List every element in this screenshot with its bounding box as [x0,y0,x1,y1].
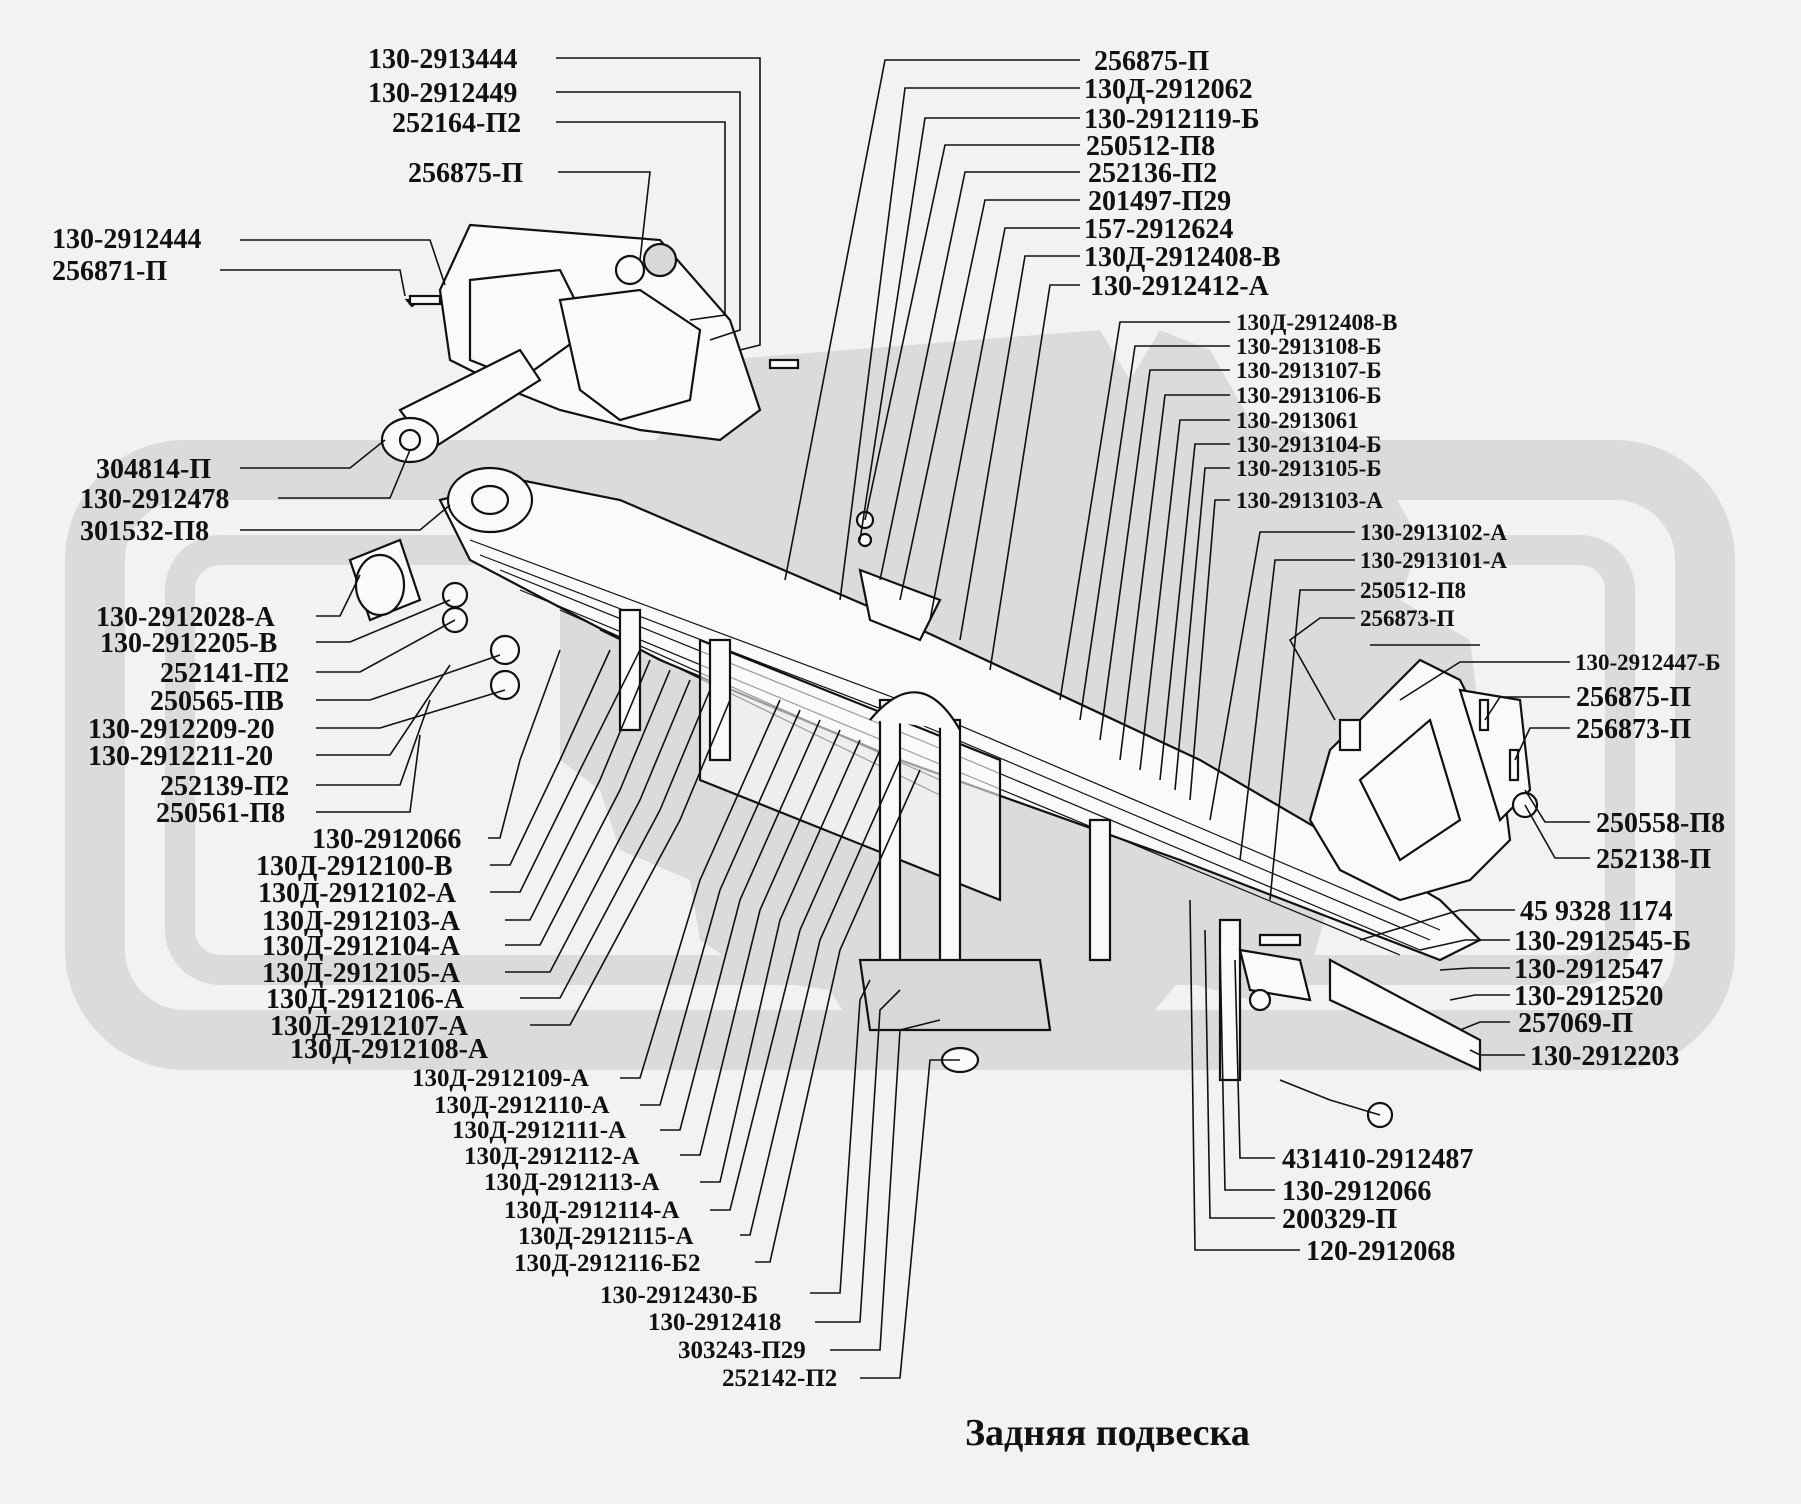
part-label: 252136-П2 [1088,158,1217,189]
part-label: 130Д-2912408-В [1084,242,1281,273]
part-label: 130-2912119-Б [1084,104,1260,135]
part-label: 130Д-2912100-В [256,851,453,882]
part-label: 130Д-2912116-Б2 [514,1250,701,1277]
part-label: 130-2913102-А [1360,520,1507,545]
part-label: 252138-П [1596,844,1711,875]
part-label: 130Д-2912110-А [434,1092,610,1119]
part-label: 130Д-2912114-А [504,1197,680,1224]
part-label: 256873-П [1576,714,1691,745]
page-title: Задняя подвеска [965,1412,1250,1454]
part-label: 250558-П8 [1596,808,1725,839]
part-label: 130-2912447-Б [1575,650,1721,675]
part-label: 130-2912066 [1282,1176,1431,1207]
part-label: 252142-П2 [722,1365,837,1392]
part-label: 130-2913061 [1236,408,1359,433]
labels-bottom-right: 431410-2912487 130-2912066 200329-П 120-… [1282,1144,1473,1267]
part-label: 130Д-2912106-А [266,984,465,1015]
part-label: 130-2913444 [368,44,517,75]
leaf-spring [348,466,1482,1082]
part-label: 130-2912028-А [96,602,276,633]
part-label: 130Д-2912109-А [412,1065,589,1092]
labels-right-column: 130Д-2912408-В 130-2913108-Б 130-2913107… [1236,310,1725,1072]
part-label: 130-2913101-А [1360,548,1507,573]
part-label: 130-2913108-Б [1236,334,1382,359]
part-label: 130-2913107-Б [1236,358,1382,383]
part-label: 130-2913105-Б [1236,456,1382,481]
part-label: 303243-П29 [678,1337,806,1364]
part-label: 130-2913103-А [1236,488,1383,513]
part-label: 431410-2912487 [1282,1144,1473,1175]
part-label: 130Д-2912104-А [262,931,461,962]
part-label: 257069-П [1518,1008,1633,1039]
part-label: 130Д-2912111-А [452,1117,626,1144]
part-label: 301532-П8 [80,516,209,547]
part-label: 130-2912545-Б [1514,926,1691,957]
part-label: 45 9328 1174 [1520,896,1672,927]
front-bracket-assembly [380,223,800,464]
rear-bracket-assembly [1238,658,1539,1129]
part-label: 130-2912418 [648,1309,781,1336]
part-label: 130-2912547 [1514,954,1663,985]
part-label: 256875-П [408,158,523,189]
part-label: 130-2912430-Б [600,1282,758,1309]
part-label: 130-2912205-В [100,628,277,659]
part-label: 252141-П2 [160,658,289,689]
part-label: 130Д-2912112-А [464,1143,640,1170]
part-label: 252164-П2 [392,108,521,139]
part-label: 157-2912624 [1084,214,1233,245]
part-label: 130Д-2912115-А [518,1223,694,1250]
part-label: 130-2912412-А [1090,271,1270,302]
part-label: 130Д-2912107-А [270,1011,469,1042]
part-label: 130-2912520 [1514,981,1663,1012]
part-label: 250512-П8 [1086,131,1215,162]
part-label: 250565-ПВ [150,686,284,717]
part-label: 130Д-2912102-А [258,878,457,909]
part-label: 130-2912449 [368,78,517,109]
part-label: 130Д-2912108-А [290,1034,489,1065]
part-label: 130Д-2912062 [1084,74,1253,105]
part-label: 130-2912066 [312,824,461,855]
part-label: 130Д-2912105-А [262,958,461,989]
part-label: 130-2912211-20 [88,741,273,772]
labels-lower-column: 130Д-2912109-А 130Д-2912110-А 130Д-29121… [412,1065,837,1392]
part-label: 130Д-2912103-А [262,906,461,937]
leader-lines [220,57,1590,1379]
part-label: 250512-П8 [1360,578,1466,603]
part-label: 130-2912444 [52,224,201,255]
part-label: 130-2912209-20 [88,714,275,745]
part-label: 130-2912478 [80,484,229,515]
part-label: 130-2913104-Б [1236,432,1382,457]
part-label: 130Д-2912113-А [484,1169,660,1196]
part-label: 201497-П29 [1088,186,1231,217]
labels-upper-left: 130-2913444 130-2912449 252164-П2 256875… [52,44,523,1065]
part-label: 256875-П [1576,682,1691,713]
part-label: 256871-П [52,256,167,287]
part-label: 120-2912068 [1306,1236,1455,1267]
part-label: 256875-П [1094,46,1209,77]
part-label: 130-2913106-Б [1236,383,1382,408]
part-label: 130-2912203 [1530,1041,1679,1072]
part-label: 200329-П [1282,1204,1397,1235]
part-label: 304814-П [96,454,211,485]
part-label: 256873-П [1360,606,1455,631]
part-label: 250561-П8 [156,798,285,829]
part-label: 252139-П2 [160,771,289,802]
labels-top-center: 256875-П 130Д-2912062 130-2912119-Б 2505… [1084,46,1281,302]
part-label: 130Д-2912408-В [1236,310,1397,335]
